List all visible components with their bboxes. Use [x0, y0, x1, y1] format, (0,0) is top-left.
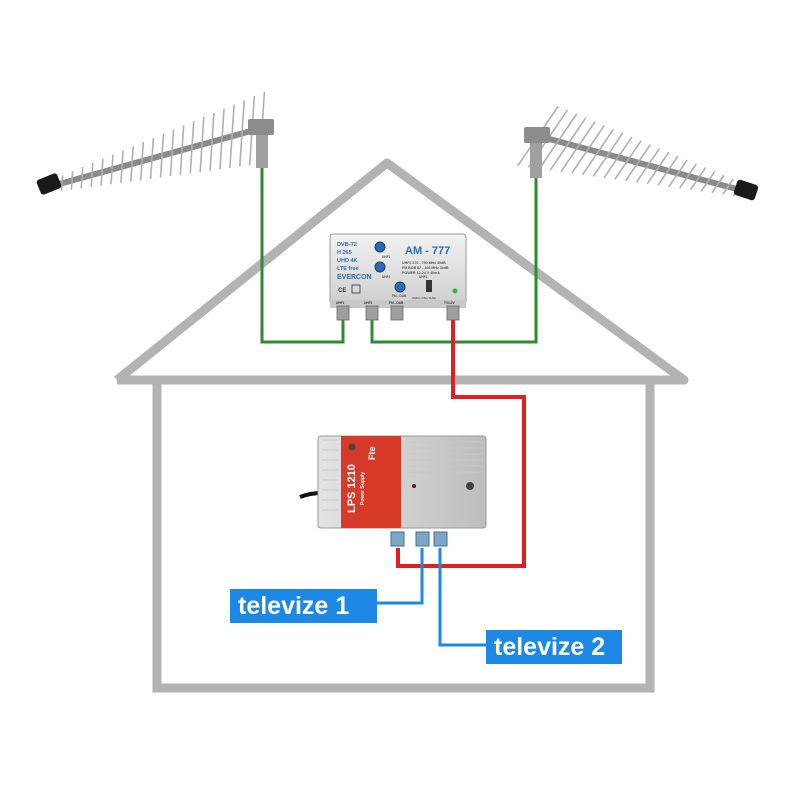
antenna-element	[560, 121, 596, 173]
screw-icon	[348, 443, 356, 451]
antenna-element	[689, 167, 707, 191]
antenna-element	[149, 137, 155, 179]
amp-spec: FM BOB 87 - 108 MHz 30dB	[402, 266, 449, 270]
knob-label: UHF1	[382, 255, 391, 259]
antenna-element	[592, 132, 624, 177]
indicator-led-icon	[412, 484, 416, 488]
antenna-element	[625, 144, 651, 182]
amp-brand: EVERCON	[337, 274, 372, 281]
antenna-element	[159, 133, 165, 178]
switch-label: UHF2	[419, 275, 428, 279]
antenna-element	[100, 158, 104, 186]
supply-model: LPS 1210	[346, 464, 358, 513]
antenna-boom	[535, 133, 751, 195]
antenna-element	[199, 117, 205, 173]
amp-spec: UHF1 470 - 790 MHz 30dB	[402, 261, 446, 265]
screw-icon	[466, 482, 474, 490]
right-antenna-icon	[517, 105, 759, 201]
f-connector-icon	[365, 305, 379, 321]
f-connector-icon	[433, 531, 448, 547]
gain-knob-icon[interactable]	[374, 241, 386, 253]
amp-feature: UHD 4K	[337, 258, 358, 264]
amp-feature: H 265	[337, 250, 352, 256]
antenna-element	[130, 146, 134, 182]
gain-knob-icon[interactable]	[394, 281, 406, 293]
output-label-tv2: televize 2	[486, 630, 622, 664]
f-connector-icon	[390, 531, 405, 547]
power-cable	[396, 318, 526, 568]
amp-feature: DVB-T2	[337, 242, 357, 248]
f-connector-icon	[336, 305, 350, 321]
ce-mark-icon: CE	[338, 288, 346, 294]
antenna-element	[635, 147, 661, 183]
selector-label: UHF1 / FM / DAB	[412, 296, 436, 300]
antenna-element	[120, 150, 124, 183]
power-led-icon	[452, 288, 458, 294]
antenna-element	[700, 170, 716, 192]
antenna-element	[614, 140, 642, 180]
left-antenna-cable	[260, 165, 345, 344]
antenna-element	[711, 174, 725, 194]
amp-spec: POWER 12-24 V 40mA	[402, 271, 440, 275]
knob-label: UHF2	[382, 275, 391, 279]
antenna-element	[209, 112, 215, 171]
power-supply-lps1210: LPS 1210 Power Supply Fte	[299, 435, 487, 547]
antenna-element	[80, 167, 84, 189]
antenna-element	[169, 129, 175, 177]
recycle-bin-icon	[351, 284, 361, 294]
antenna-element	[549, 117, 587, 171]
port-label: FM - DAB	[389, 301, 404, 305]
antenna-element	[238, 100, 246, 167]
antenna-element	[179, 125, 185, 175]
antenna-element	[90, 162, 94, 187]
tv2-cable	[438, 548, 486, 647]
antenna-element	[646, 151, 670, 185]
amp-model: AM - 777	[405, 245, 450, 257]
antenna-element	[571, 124, 605, 174]
antenna-element	[219, 108, 225, 170]
port-label: UHF2	[364, 301, 373, 305]
supply-brand: Fte	[367, 447, 377, 461]
f-connector-icon	[446, 305, 460, 321]
amp-feature: LTE free	[337, 266, 359, 272]
antenna-element	[722, 178, 734, 195]
supply-subtitle: Power Supply	[360, 472, 366, 505]
antenna-element	[189, 121, 195, 174]
gain-knob-icon[interactable]	[374, 261, 386, 273]
tv-cables	[377, 548, 486, 647]
antenna-element	[668, 159, 688, 188]
antenna-element	[110, 154, 114, 185]
output-label-tv1: televize 1	[230, 589, 377, 623]
antenna-element	[538, 113, 578, 170]
left-antenna-icon	[36, 92, 274, 195]
f-connector-icon	[415, 531, 430, 547]
antenna-element	[60, 175, 64, 192]
port-label: TV/12V	[444, 301, 456, 305]
tv1-cable	[377, 548, 424, 605]
antenna-boom	[49, 125, 265, 189]
port-label: UHF1	[336, 301, 345, 305]
antenna-element	[603, 136, 633, 179]
antenna-element	[657, 155, 679, 186]
amplifier-am777: DVB-T2 H 265 UHD 4K LTE free EVERCON AM …	[329, 233, 467, 321]
antenna-element	[139, 142, 145, 181]
antenna-element	[581, 128, 615, 176]
house-walls	[152, 383, 655, 693]
knob-label: FM - DAB	[392, 294, 407, 298]
antenna-element	[229, 104, 235, 169]
antenna-element	[678, 163, 698, 189]
f-connector-icon	[390, 305, 404, 321]
band-switch[interactable]	[426, 280, 432, 292]
antenna-element	[70, 171, 74, 190]
